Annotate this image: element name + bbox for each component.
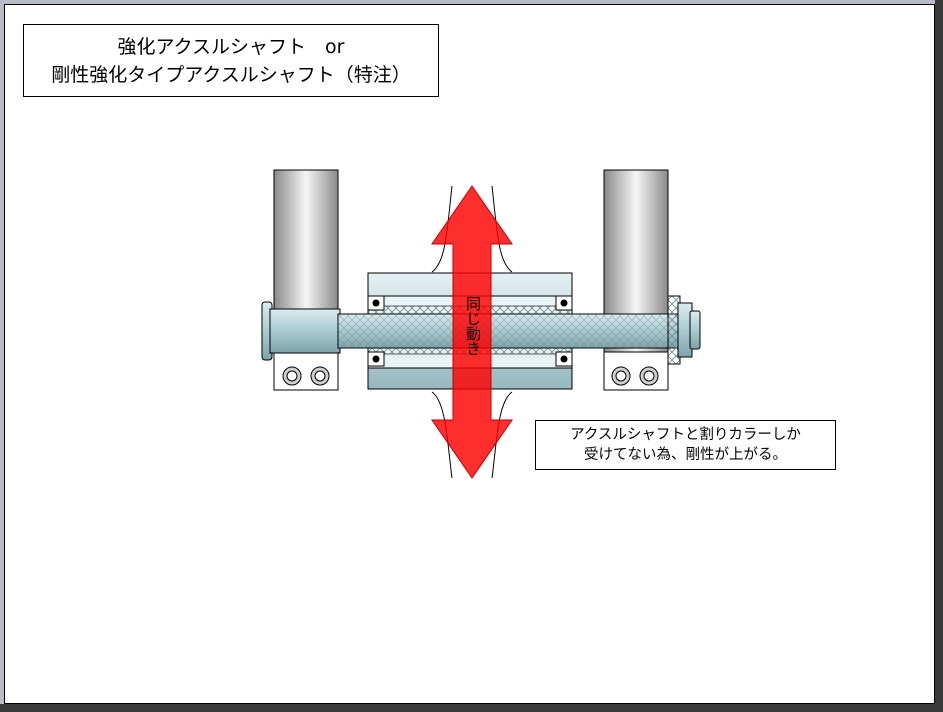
title-box: 強化アクスルシャフト or 剛性強化タイプアクスルシャフト（特注）: [23, 24, 439, 97]
axle-shaft: [261, 295, 701, 365]
frame-edge-right: [935, 0, 943, 712]
note-line-1: アクスルシャフトと割りカラーしか: [570, 427, 801, 443]
slide-border: [4, 4, 935, 704]
title-line-2: 剛性強化タイプアクスルシャフト（特注）: [51, 63, 411, 86]
note-line-2: 受けてない為、剛性が上がる。: [584, 447, 787, 463]
double-arrow: [431, 185, 513, 479]
note-box: アクスルシャフトと割りカラーしか 受けてない為、剛性が上がる。: [535, 420, 836, 470]
left-fork-leg: [273, 169, 339, 391]
arrow-label: 同じ動き: [464, 296, 482, 356]
bearings: [367, 295, 573, 367]
right-fork-leg: [603, 169, 669, 391]
frame-edge-bottom: [0, 704, 943, 712]
title-line-1: 強化アクスルシャフト or: [117, 35, 345, 58]
clamp-bolts: [282, 366, 659, 386]
frame-edge-top: [0, 0, 943, 4]
frame-edge-left: [0, 0, 4, 712]
